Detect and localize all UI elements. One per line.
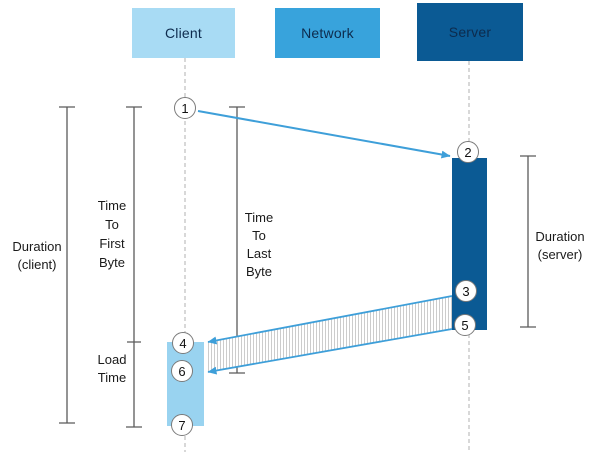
lane-label-server: Server	[448, 24, 492, 40]
event-marker-5: 5	[454, 314, 476, 336]
time-to-first-byte-label: Time To First Byte	[97, 198, 127, 270]
duration-client-label: Duration (client)	[12, 239, 62, 272]
lane-label-network: Network	[301, 25, 354, 41]
arrow-request-1-to-2	[197, 110, 451, 159]
event-marker-1: 1	[174, 97, 196, 119]
event-marker-6: 6	[171, 360, 193, 382]
lane-header-network: Network	[275, 8, 380, 58]
lane-label-client: Client	[165, 25, 202, 41]
arrow-first-byte-3-to-4	[207, 295, 453, 345]
load-time-label: Load Time	[97, 352, 127, 385]
arrow-last-byte-5-to-6	[207, 328, 453, 375]
event-marker-2: 2	[457, 141, 479, 163]
duration-server-bracket	[520, 155, 536, 328]
duration-server-label: Duration (server)	[535, 229, 585, 262]
lane-header-client: Client	[132, 8, 235, 58]
event-marker-7: 7	[171, 414, 193, 436]
lane-header-server: Server	[417, 3, 523, 61]
event-marker-3: 3	[455, 280, 477, 302]
data-transfer-band	[207, 296, 452, 372]
duration-client-bracket	[59, 106, 75, 424]
server-activation-bar	[452, 158, 487, 330]
time-to-last-byte-label: Time To Last Byte	[244, 210, 274, 279]
ttfb-loadtime-bracket	[126, 106, 142, 428]
client-activation-bar	[167, 342, 204, 426]
event-marker-4: 4	[172, 332, 194, 354]
ttlb-bracket	[229, 106, 245, 374]
